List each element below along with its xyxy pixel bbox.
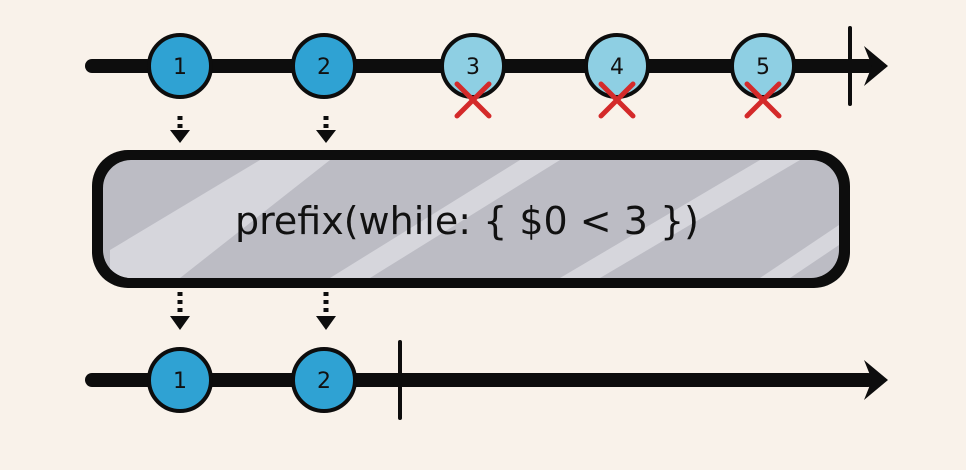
input-marble-dropped: 5 (730, 33, 796, 119)
output-marble: 2 (291, 347, 357, 413)
flow-arrow-down-icon (170, 116, 190, 143)
output-marble: 1 (147, 347, 213, 413)
input-marble-dropped: 3 (440, 33, 506, 119)
cross-mark-icon (598, 81, 636, 119)
marble-label: 5 (756, 55, 770, 80)
marble-circle (291, 347, 357, 413)
marble-label: 4 (610, 55, 624, 80)
marble-label: 2 (317, 55, 331, 80)
operator-box: prefix(while: { $0 < 3 }) (92, 150, 850, 288)
input-timeline-arrowhead (864, 46, 888, 86)
input-timeline: 1 2 3 4 5 (85, 26, 888, 119)
marble-label: 1 (173, 369, 187, 394)
flow-arrow-down-icon (170, 292, 190, 330)
operator-label: prefix(while: { $0 < 3 }) (235, 199, 699, 243)
marble-circle (147, 347, 213, 413)
marble-label: 2 (317, 369, 331, 394)
marble-label: 1 (173, 55, 187, 80)
marble-circle (147, 33, 213, 99)
output-timeline: 1 2 (85, 340, 888, 420)
marble-circle (291, 33, 357, 99)
cross-mark-icon (744, 81, 782, 119)
flow-arrow-down-icon (316, 292, 336, 330)
input-marble-dropped: 4 (584, 33, 650, 119)
flow-arrow-down-icon (316, 116, 336, 143)
input-marble: 1 (147, 33, 213, 99)
operator-glass-stripes (110, 160, 839, 278)
marble-label: 3 (466, 55, 480, 80)
cross-mark-icon (454, 81, 492, 119)
output-timeline-arrowhead (864, 360, 888, 400)
input-marble: 2 (291, 33, 357, 99)
